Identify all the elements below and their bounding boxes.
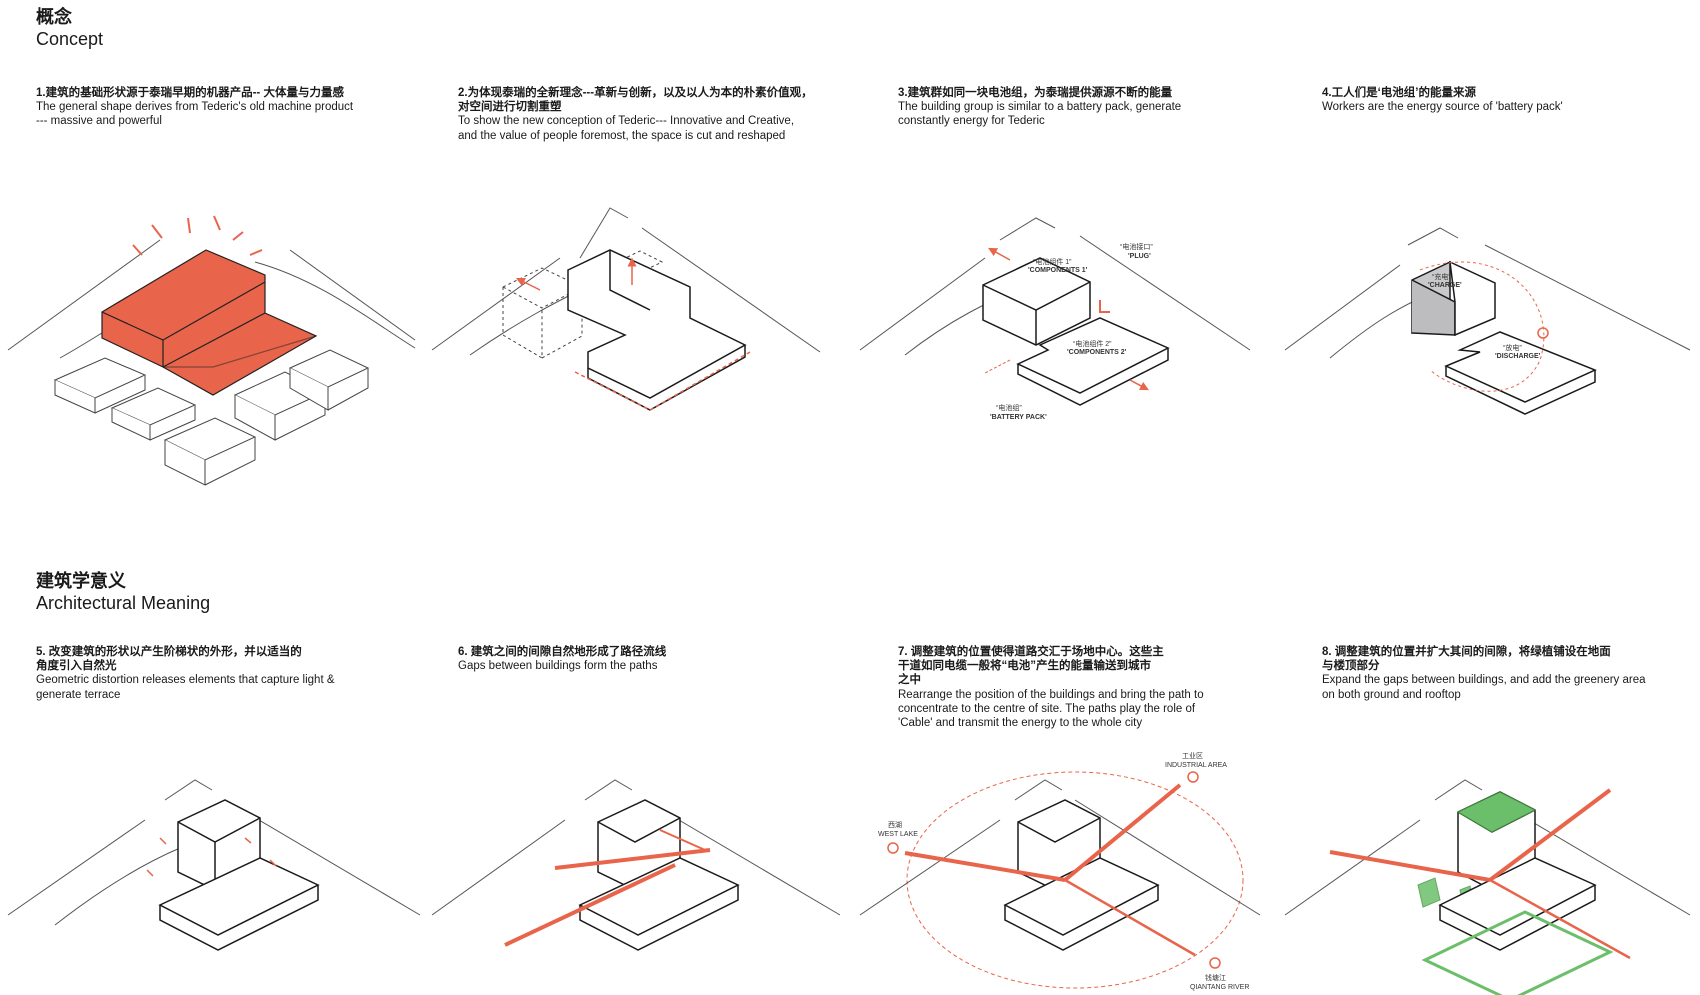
panel-8-caption: 8. 调整建筑的位置并扩大其间的间隙，将绿植铺设在地面 与楼顶部分 Expand… [1322,645,1700,702]
panel-1-diagram [7,215,416,486]
panel-4-flow-loop [1419,261,1545,392]
panel-3-en: The building group is similar to a batte… [898,101,1182,128]
plug-en: 'PLUG' [1128,253,1151,260]
meaning-title-zh: 建筑学意义 [36,571,126,591]
components2-en: 'COMPONENTS 2' [1067,349,1127,356]
panel-2-cut-line [574,351,751,411]
panel-1-rays [132,215,263,256]
panel-7-caption: 7. 调整建筑的位置使得道路交汇于场地中心。这些主 干道如同电缆一般将“电池”产… [898,645,1298,730]
panel-8-diagram [1284,779,1691,995]
panel-6-caption: 6. 建筑之间的间隙自然地形成了路径流线 Gaps between buildi… [458,645,858,673]
battery-zh: “电池组” [996,403,1022,412]
industrial-zh: 工业区 [1182,751,1203,760]
discharge-zh: “放电” [1503,343,1522,352]
panel-7-influence-ring [906,771,1244,989]
panel-8-roof-green [1456,791,1537,833]
panel-4-building [1411,260,1597,415]
panel-3-arrow-a [988,247,1011,261]
charge-en: 'CHARGE' [1428,282,1462,289]
panel-8-en: Expand the gaps between buildings, and a… [1322,674,1646,701]
westlake-zh: 西湖 [888,820,902,829]
concept-title-zh: 概念 [36,7,72,27]
panel-4-en: Workers are the energy source of 'batter… [1322,101,1563,114]
panel-4-zh: 4.工人们是‘电池组’的能量来源 [1322,87,1476,99]
panel-6-diagram [431,779,841,951]
panel-8-green-border [1421,910,1614,995]
panel-4-roads [1284,227,1691,359]
panel-3-cable [984,359,1011,374]
panel-2-en: To show the new conception of Tederic---… [458,115,795,142]
panel-8-zh: 8. 调整建筑的位置并扩大其间的间隙，将绿植铺设在地面 与楼顶部分 [1322,646,1611,673]
discharge-en: 'DISCHARGE' [1495,353,1541,360]
panel-1-site-blocks [53,349,370,486]
panel-5-light-ticks [146,837,277,877]
panel-2-diagram [431,207,821,411]
industrial-pin-icon [1187,771,1199,783]
worker-icon [1537,327,1549,339]
panel-2-building [567,249,747,411]
westlake-en: WEST LAKE [878,831,918,838]
concept-title: 概念 Concept [36,6,103,50]
panel-5-zh: 5. 改变建筑的形状以产生阶梯状的外形，并以适当的 角度引入自然光 [36,646,302,673]
panel-5-en: Geometric distortion releases elements t… [36,674,335,701]
panel-7-cables [904,783,1196,957]
panel-2-zh: 2.为体现泰瑞的全新理念---革新与创新，以及以人为本的朴素价值观， 对空间进行… [458,87,813,114]
panel-5-building [158,799,320,951]
components1-zh: “电池组件 1” [1033,257,1072,266]
components2-zh: “电池组件 2” [1073,339,1112,348]
panel-6-paths [504,829,711,947]
panel-5-diagram [7,779,421,951]
components1-en: 'COMPONENTS 1' [1028,267,1088,274]
river-en: QIANTANG RIVER [1190,984,1249,991]
westlake-pin-icon [887,842,899,854]
panel-2-arrow-left [515,277,541,291]
panel-3-building [982,257,1170,406]
panel-4-diagram: “充电” 'CHARGE' “放电” 'DISCHARGE' [1284,227,1691,415]
panel-6-en: Gaps between buildings form the paths [458,660,658,673]
panel-3-diagram: “电池组件 1” 'COMPONENTS 1' “电池接口” 'PLUG' “电… [859,217,1251,421]
industrial-en: INDUSTRIAL AREA [1165,762,1227,769]
battery-en: 'BATTERY PACK' [990,414,1047,421]
panel-7-diagram: 工业区 INDUSTRIAL AREA 西湖 WEST LAKE 钱塘江 QIA… [859,751,1261,991]
panel-6-zh: 6. 建筑之间的间隙自然地形成了路径流线 [458,646,667,658]
panel-3-zh: 3.建筑群如同一块电池组，为泰瑞提供源源不断的能量 [898,87,1173,99]
panel-4-caption: 4.工人们是‘电池组’的能量来源 Workers are the energy … [1322,86,1700,114]
panel-7-zh: 7. 调整建筑的位置使得道路交汇于场地中心。这些主 干道如同电缆一般将“电池”产… [898,646,1164,687]
panel-1-en: The general shape derives from Tederic's… [36,101,354,128]
panel-3-plug [1099,300,1110,313]
panel-1-zh: 1.建筑的基础形状源于泰瑞早期的机器产品-- 大体量与力量感 [36,87,344,99]
charge-zh: “充电” [1432,272,1451,281]
concept-title-en: Concept [36,29,104,49]
panel-1-caption: 1.建筑的基础形状源于泰瑞早期的机器产品-- 大体量与力量感 The gener… [36,86,436,129]
meaning-title-en: Architectural Meaning [36,593,211,613]
panel-3-arrow-b [1129,379,1149,391]
panel-6-building [578,799,740,951]
plug-zh: “电池接口” [1120,242,1153,251]
meaning-title: 建筑学意义 Architectural Meaning [36,570,210,614]
river-pin-icon [1209,957,1221,969]
panel-3-caption: 3.建筑群如同一块电池组，为泰瑞提供源源不断的能量 The building g… [898,86,1298,129]
panel-2-caption: 2.为体现泰瑞的全新理念---革新与创新，以及以人为本的朴素价值观， 对空间进行… [458,86,868,143]
panel-8-paths [1329,788,1631,960]
panel-1-red-mass [101,249,318,396]
panel-5-caption: 5. 改变建筑的形状以产生阶梯状的外形，并以适当的 角度引入自然光 Geomet… [36,645,436,702]
panel-7-roads [859,779,1261,916]
panel-7-en: Rearrange the position of the buildings … [898,688,1204,730]
river-zh: 钱塘江 [1205,973,1226,982]
